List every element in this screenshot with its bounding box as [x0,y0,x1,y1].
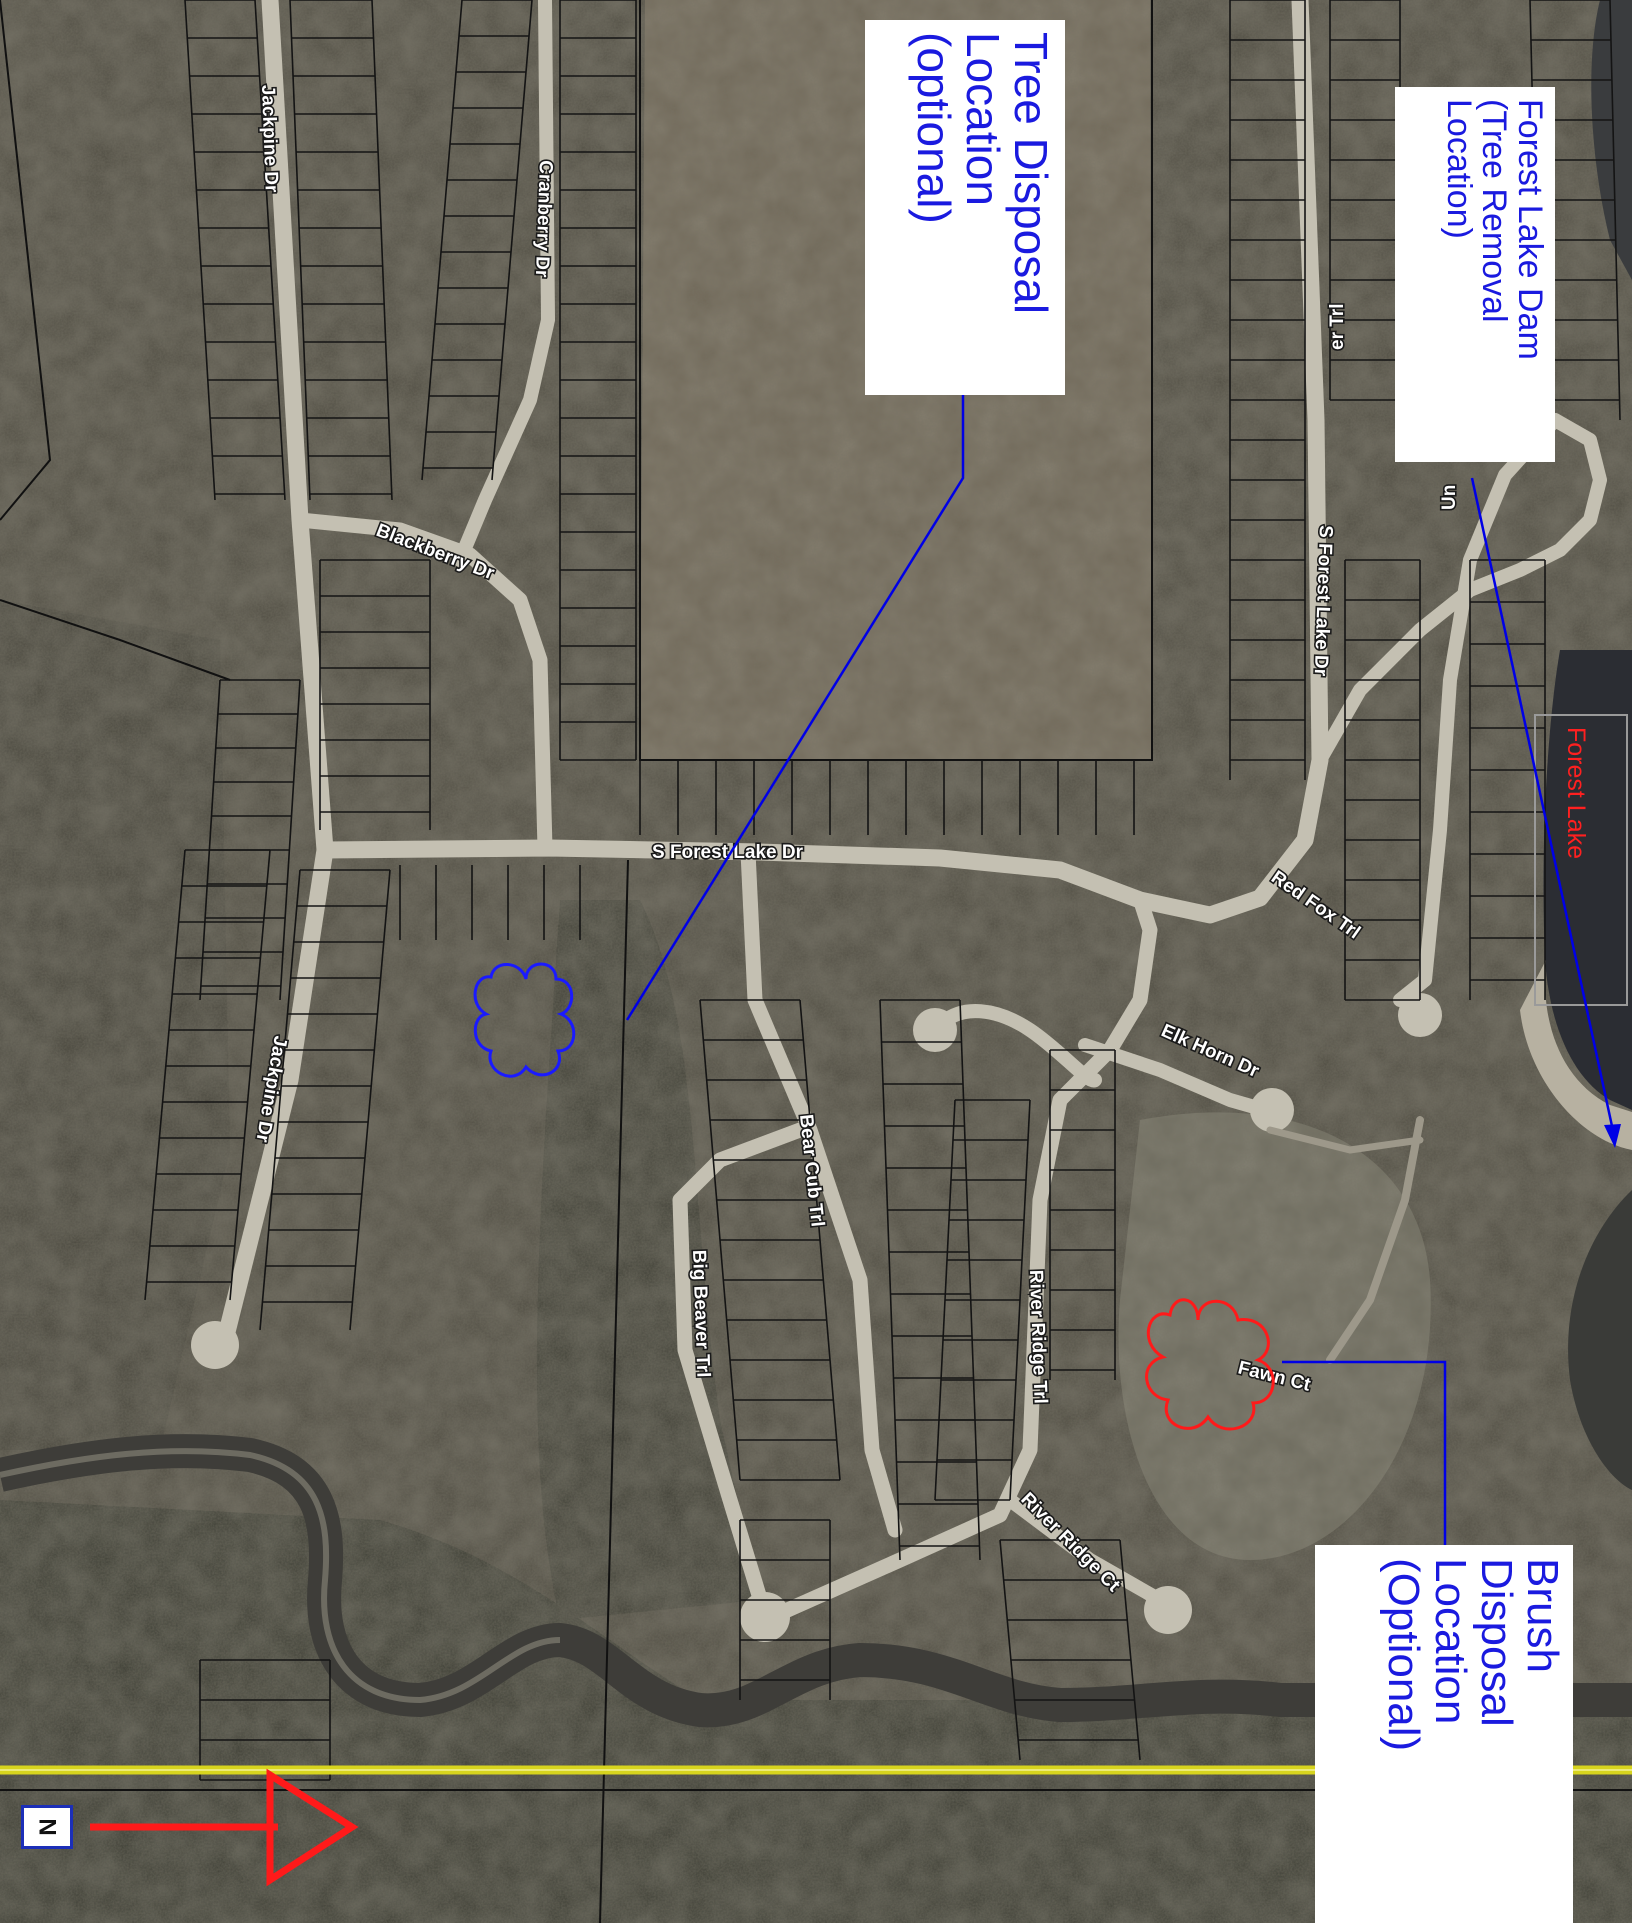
parcel-line [1609,0,1621,421]
callout-dam: Forest Lake Dam (Tree Removal Location) [1395,87,1555,462]
road-blackberry [292,512,553,856]
parcel-line [879,999,901,1561]
tree-disposal-cloud-icon [473,962,576,1078]
parcel-line [199,679,221,1001]
road-big-beaver [672,1122,808,1623]
label-partial-trl: er Trl [1327,304,1348,350]
callout-brush-line-2: Disposal [1471,1558,1521,1727]
label-partial-un: Un [1439,485,1460,510]
leader-tree [625,395,965,1021]
parcel-line [999,1539,1021,1761]
cul-de-sac-elk-horn [1250,1088,1294,1132]
callout-dam-line-3: Location) [1439,99,1478,239]
north-label: N [34,1818,61,1836]
parcel-line [279,679,301,1001]
parcel-line [144,849,186,1301]
parcel-line [349,869,391,1331]
label-big-beaver: Big Beaver Trl [688,1249,713,1377]
parcel-line [1119,1539,1141,1761]
north-indicator: N [21,1805,73,1849]
leader-lines [625,395,1621,1557]
callout-dam-line-1: Forest Lake Dam [1511,99,1549,360]
parcel-line [229,849,271,1301]
road-s-forest-lake [316,0,1329,924]
trail [1326,1116,1424,1364]
leader-brush [1282,1360,1447,1557]
parcel-line [959,999,981,1561]
forest-lake [1543,650,1632,1110]
label-s-forest-lake-west: S Forest Lake Dr [652,842,804,863]
parcel-line [421,0,463,481]
callout-brush-disposal: Brush Disposal Location (Optional) [1315,1545,1573,1923]
label-jackpine-north: Jackpine Dr [257,84,282,193]
road-red-fox-2 [1393,413,1562,1007]
callout-tree-disposal: Tree Disposal Location (optional) [865,20,1065,395]
label-river-ridge-trl: River Ridge Trl [1025,1269,1051,1404]
callout-dam-line-2: (Tree Removal [1475,99,1514,323]
callout-tree-line-3: (optional) [908,32,961,224]
trail-2 [1266,1126,1424,1154]
road-bear-cub [740,844,903,1538]
roads [191,0,1607,1642]
callout-tree-line-2: Location [956,32,1009,206]
north-arrow-icon [90,1768,359,1887]
parcel-line [371,0,393,501]
road-jackpine-south [216,841,334,1349]
lake-south [1568,1190,1632,1490]
callout-brush-line-4: (Optional) [1379,1558,1429,1752]
cul-de-sac-jackpine [191,1321,239,1369]
parcel-grid [144,0,1621,1781]
parcel-line [254,0,286,501]
lake-east-edge [1591,0,1632,280]
lake-label-frame [1534,714,1628,1006]
brush-disposal-cloud-icon [1145,1298,1275,1431]
road-river-ridge-ct [1003,1493,1167,1607]
parcel-line [289,0,311,501]
callout-brush-line-3: Location [1425,1558,1475,1725]
callout-tree-line-1: Tree Disposal [1005,32,1057,315]
lake-shore-sand [1520,960,1632,1150]
road-elk-horn [1078,1038,1272,1117]
leader-dam-arrowhead [1604,1124,1621,1148]
cul-de-sac-fawn [913,1008,957,1052]
road-cranberry [453,0,555,567]
parcel-line [259,869,301,1331]
cul-de-sac-big-beaver [740,1592,790,1642]
cul-de-sac-red-fox [1398,993,1442,1037]
cul-de-sac-river-ridge-ct [1144,1586,1192,1634]
callout-brush-line-1: Brush [1518,1558,1567,1673]
parcel-line [491,0,533,481]
label-cranberry: Cranberry Dr [531,160,556,278]
lake-label: Forest Lake [1562,727,1590,860]
parcel-line [184,0,216,501]
leader-dam [1470,477,1617,1141]
